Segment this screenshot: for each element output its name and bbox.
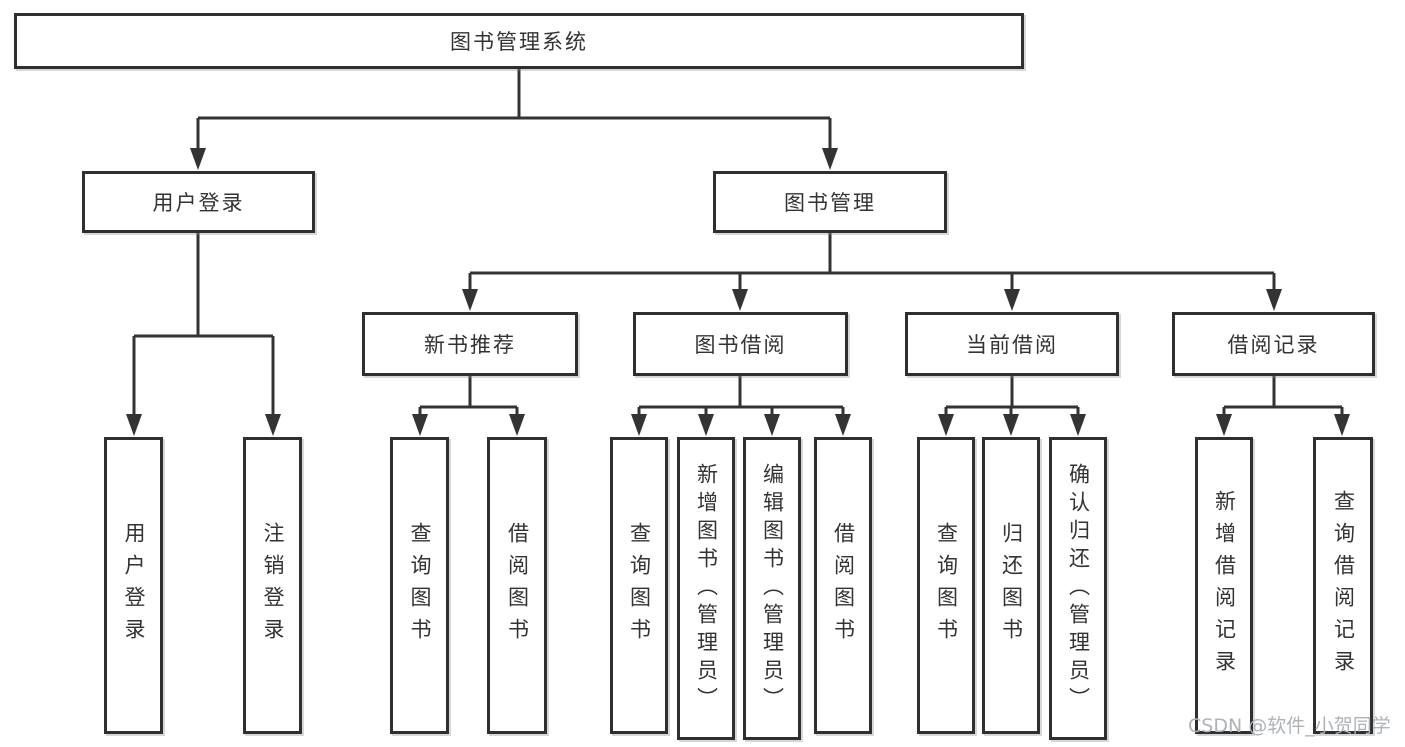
node-book-management: 图书管理 xyxy=(713,171,947,233)
leaf-add-borrow-record: 新增借阅记录 xyxy=(1195,437,1253,734)
csdn-watermark: CSDN @软件_小贺同学 xyxy=(1188,715,1391,737)
leaf-label: 查询图书 xyxy=(408,521,432,650)
leaf-logout: 注销登录 xyxy=(243,437,302,734)
node-label: 图书管理系统 xyxy=(450,30,588,54)
leaf-query-books: 查询图书 xyxy=(390,437,449,734)
node-label: 借阅记录 xyxy=(1227,333,1320,357)
node-label: 图书管理 xyxy=(784,191,876,215)
leaf-label: 注销登录 xyxy=(261,521,285,650)
connector-login-to-leaves xyxy=(132,233,275,420)
node-current-borrowing: 当前借阅 xyxy=(905,312,1119,376)
leaf-borrow-books: 借阅图书 xyxy=(487,437,547,734)
leaf-label: 用户登录 xyxy=(122,521,146,650)
leaf-label: 借阅图书 xyxy=(505,521,530,650)
leaf-label: 新增借阅记录 xyxy=(1212,489,1237,682)
leaf-label: 编辑图书（管理员） xyxy=(760,462,785,715)
node-library-management-system: 图书管理系统 xyxy=(14,13,1024,69)
leaf-label: 归还图书 xyxy=(999,521,1024,650)
leaf-return-book: 归还图书 xyxy=(982,437,1040,734)
leaf-label: 查询图书 xyxy=(627,521,652,650)
leaf-label: 借阅图书 xyxy=(831,521,856,650)
leaf-label: 确认归还（管理员） xyxy=(1066,462,1091,715)
leaf-query-books: 查询图书 xyxy=(917,437,975,734)
node-label: 图书借阅 xyxy=(694,333,787,357)
connector-current-to-leaves xyxy=(944,376,1080,420)
connector-records-to-leaves xyxy=(1222,376,1344,420)
leaf-label: 查询借阅记录 xyxy=(1331,489,1356,682)
connector-mgmt-to-level3 xyxy=(468,233,1276,295)
node-user-login: 用户登录 xyxy=(82,171,315,233)
leaf-confirm-return-admin: 确认归还（管理员） xyxy=(1049,437,1107,740)
leaf-query-books: 查询图书 xyxy=(610,437,668,734)
leaf-borrow-books: 借阅图书 xyxy=(814,437,872,734)
connector-borrow-to-leaves xyxy=(637,376,845,420)
node-label: 当前借阅 xyxy=(966,333,1058,357)
leaf-add-book-admin: 新增图书（管理员） xyxy=(677,437,735,740)
leaf-edit-book-admin: 编辑图书（管理员） xyxy=(743,437,801,740)
node-label: 用户登录 xyxy=(152,191,245,215)
arrowheads xyxy=(126,148,1350,436)
node-borrowing-records: 借阅记录 xyxy=(1172,312,1375,376)
leaf-label: 新增图书（管理员） xyxy=(694,462,719,715)
connector-newbook-to-leaves xyxy=(418,376,519,420)
node-new-book-recommendation: 新书推荐 xyxy=(362,312,578,376)
node-label: 新书推荐 xyxy=(424,333,516,357)
leaf-query-borrow-record: 查询借阅记录 xyxy=(1313,437,1373,734)
leaf-label: 查询图书 xyxy=(934,521,959,650)
node-book-borrowing: 图书借阅 xyxy=(633,312,848,376)
leaf-user-login: 用户登录 xyxy=(104,437,163,734)
connector-root-to-level2 xyxy=(196,69,832,156)
